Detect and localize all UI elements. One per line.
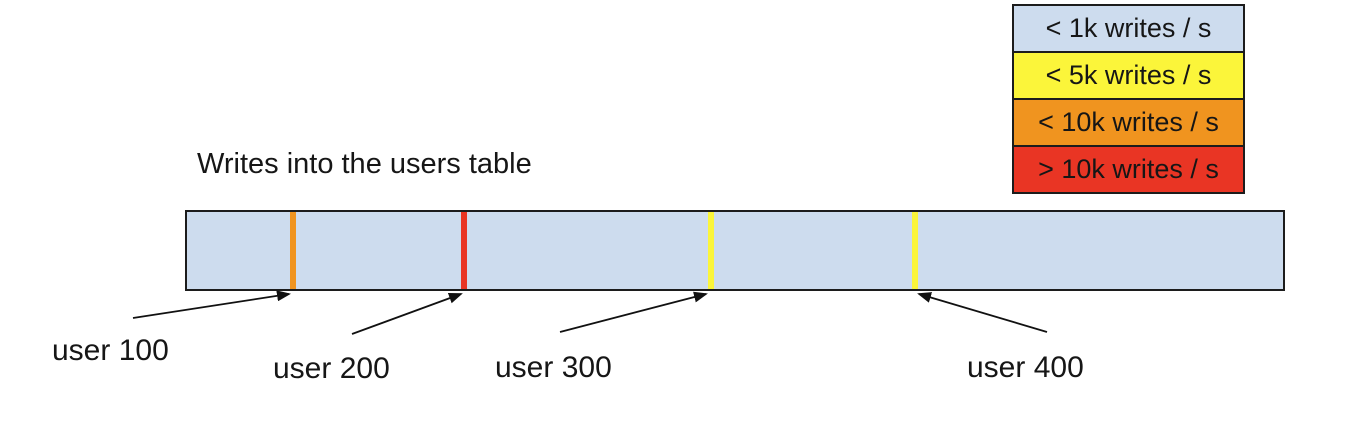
callout-label-user-400: user 400: [967, 351, 1084, 384]
hotspot-marker-user-400: [912, 212, 918, 289]
legend-item-label: > 10k writes / s: [1038, 154, 1219, 184]
legend-item-label: < 10k writes / s: [1038, 107, 1219, 137]
callout-label-user-300: user 300: [495, 351, 612, 384]
callout-label-user-200: user 200: [273, 352, 390, 385]
arrow-user-400: [917, 292, 1048, 333]
legend-item-gt-10k: > 10k writes / s: [1012, 145, 1245, 194]
legend-item-label: < 5k writes / s: [1045, 60, 1212, 90]
legend-item-lt-1k: < 1k writes / s: [1012, 4, 1245, 53]
users-table-bar: [185, 210, 1285, 291]
arrow-user-100: [132, 290, 291, 319]
hotspot-marker-user-100: [290, 212, 296, 289]
hotspot-marker-user-300: [708, 212, 714, 289]
legend-item-label: < 1k writes / s: [1045, 13, 1212, 43]
legend-item-lt-10k: < 10k writes / s: [1012, 98, 1245, 147]
callout-label-user-100: user 100: [52, 334, 169, 367]
hotspot-marker-user-200: [461, 212, 467, 289]
legend: < 1k writes / s < 5k writes / s < 10k wr…: [1012, 4, 1245, 194]
legend-item-lt-5k: < 5k writes / s: [1012, 51, 1245, 100]
diagram-title: Writes into the users table: [197, 148, 532, 180]
arrow-user-300: [559, 291, 708, 333]
arrow-user-200: [351, 292, 463, 335]
